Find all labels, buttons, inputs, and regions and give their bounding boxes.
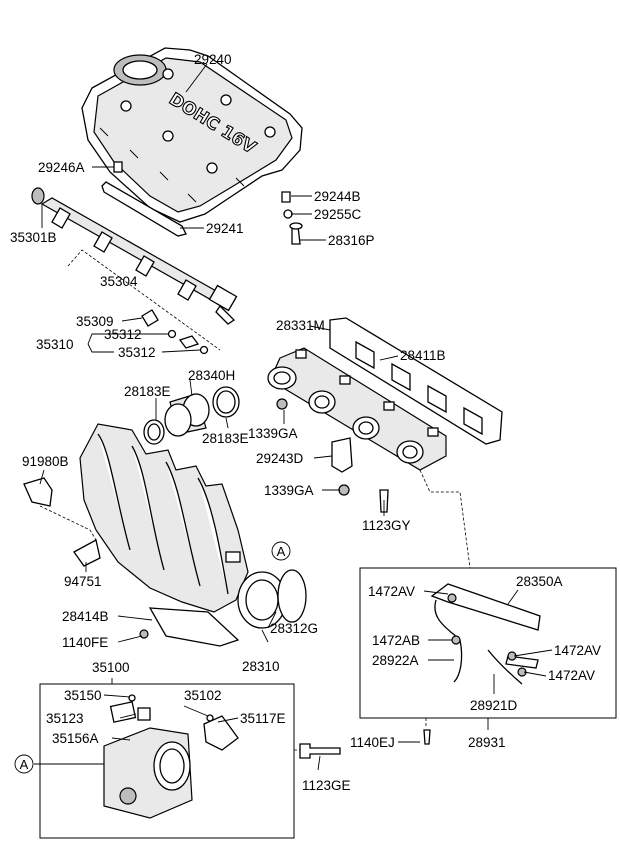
intake-boot (143, 386, 240, 445)
label-35100: 35100 (92, 660, 130, 675)
label-94751: 94751 (64, 574, 102, 589)
reference-marker-text: A (277, 544, 286, 559)
label-28340h: 28340H (188, 368, 235, 383)
label-1123ge: 1123GE (302, 778, 351, 793)
label-1123gy: 1123GY (362, 518, 411, 533)
throttle-body (103, 694, 341, 819)
label-29241: 29241 (206, 221, 244, 236)
fuel-fittings (141, 309, 209, 355)
label-35312-upper: 35312 (104, 327, 142, 342)
label-28331m: 28331M (276, 318, 325, 333)
label-35123: 35123 (46, 711, 84, 726)
reference-marker-text: A (20, 757, 29, 772)
part-labels: 29240 29246A 29244B 29255C 35301B 29241 … (10, 52, 601, 793)
label-28312g: 28312G (270, 621, 318, 636)
label-29240: 29240 (194, 52, 232, 67)
label-28922a: 28922A (372, 653, 419, 668)
label-28310: 28310 (242, 659, 280, 674)
label-28921d: 28921D (470, 698, 518, 713)
intake-manifold (79, 423, 307, 629)
label-1472ab: 1472AB (372, 633, 420, 648)
label-35102: 35102 (184, 688, 222, 703)
fuel-rail (31, 187, 238, 325)
label-1140ej: 1140EJ (350, 735, 395, 750)
label-28411b: 28411B (400, 348, 446, 363)
label-1339ga-lower: 1339GA (264, 483, 314, 498)
cover-fasteners (113, 161, 303, 245)
label-35304: 35304 (100, 274, 138, 289)
label-29243d: 29243D (256, 451, 304, 466)
label-35309: 35309 (76, 314, 114, 329)
throttle-body-box (39, 683, 295, 839)
bracket-91980b (23, 477, 53, 507)
label-35117e: 35117E (240, 711, 286, 726)
label-35310: 35310 (36, 337, 74, 352)
surge-tank-runners (267, 347, 447, 471)
label-28414b: 28414B (62, 609, 109, 624)
label-35301b: 35301B (10, 230, 57, 245)
label-29246a: 29246A (38, 160, 85, 175)
label-1339ga-upper: 1339GA (248, 426, 298, 441)
bracket-94751 (73, 539, 101, 567)
pcv-hoses (430, 583, 541, 685)
leader-lines (34, 63, 553, 771)
label-29244b: 29244B (314, 189, 361, 204)
manifold-gasket (329, 317, 503, 445)
reference-marker-a-manifold: A (271, 541, 291, 561)
label-28931: 28931 (468, 735, 506, 750)
cover-bracket (101, 181, 187, 237)
label-28350a: 28350A (516, 574, 563, 589)
gasket-28414b (148, 607, 240, 647)
label-1140fe: 1140FE (62, 635, 108, 650)
label-35156a: 35156A (52, 731, 99, 746)
label-28183e-right: 28183E (202, 431, 249, 446)
label-35150: 35150 (64, 688, 102, 703)
label-1472av-bottom: 1472AV (548, 668, 595, 683)
label-28316p: 28316P (328, 233, 375, 248)
label-28183e-left: 28183E (124, 384, 171, 399)
label-29255c: 29255C (314, 207, 362, 222)
reference-marker-a-throttle: A (14, 754, 34, 774)
label-91980b: 91980B (22, 454, 69, 469)
label-1472av-top: 1472AV (368, 584, 415, 599)
label-1472av-middle: 1472AV (554, 643, 601, 658)
label-35312-lower: 35312 (118, 345, 156, 360)
